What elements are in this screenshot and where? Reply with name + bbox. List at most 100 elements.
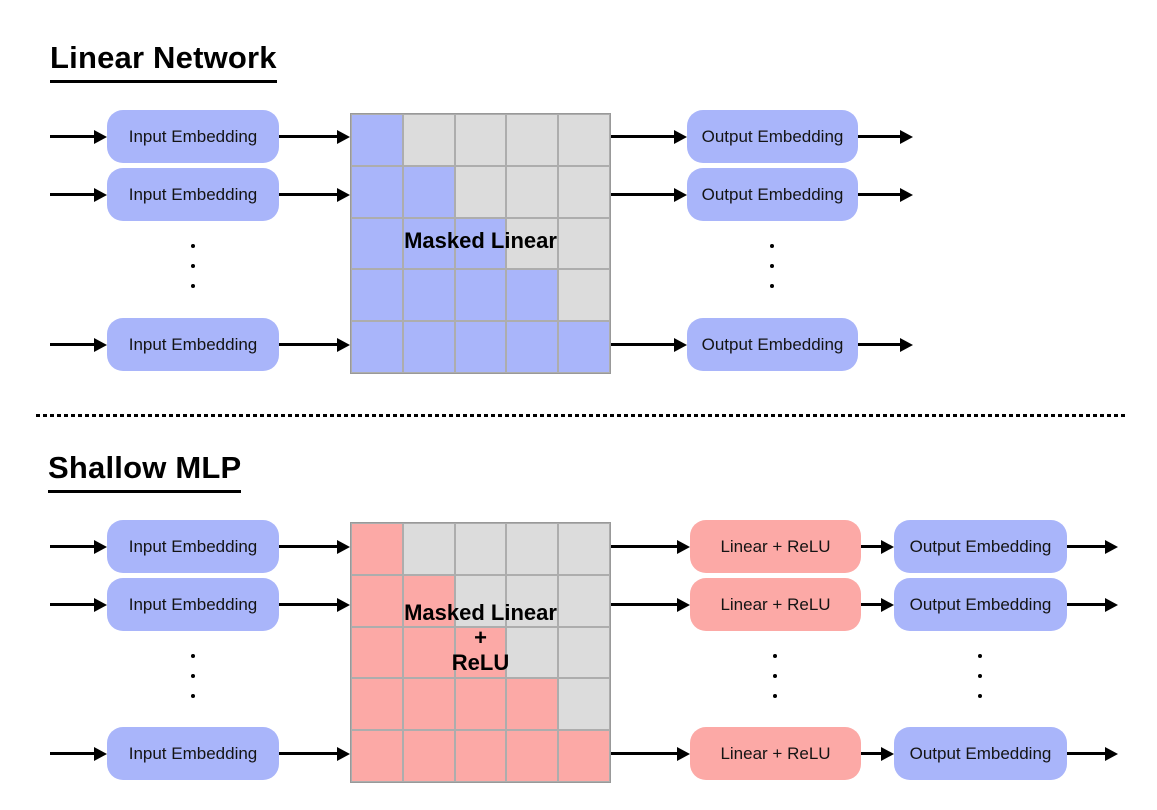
hidden-linear-relu-box: Linear + ReLU — [690, 578, 861, 631]
matrix-cell-masked — [558, 269, 610, 322]
flow-arrow-out — [1067, 752, 1105, 755]
matrix-cell-active — [402, 678, 455, 731]
matrix-cell-active — [351, 574, 403, 627]
matrix-cell-active — [506, 730, 559, 782]
matrix-cell-active — [351, 678, 403, 731]
hidden-linear-relu-box: Linear + ReLU — [690, 727, 861, 780]
flow-arrow-into-matrix — [279, 603, 337, 606]
flow-arrow-into-matrix — [279, 193, 337, 196]
output-embedding-box: Output Embedding — [894, 520, 1067, 573]
matrix-cell-masked — [506, 523, 559, 575]
input-embedding-box: Input Embedding — [107, 578, 279, 631]
flow-arrow-to-output — [611, 135, 674, 138]
matrix-cell-masked — [454, 523, 507, 575]
flow-arrow-into-input — [50, 343, 94, 346]
matrix-cell-masked — [558, 678, 610, 731]
ellipsis-dots-icon — [191, 244, 195, 288]
flow-arrow-into-input — [50, 545, 94, 548]
matrix-cell-active — [402, 217, 455, 270]
flow-arrow-into-input — [50, 193, 94, 196]
dot-icon — [770, 284, 774, 288]
matrix-cell-active — [351, 626, 403, 679]
flow-arrow-out — [1067, 603, 1105, 606]
dot-icon — [978, 654, 982, 658]
flow-arrow-to-output — [861, 545, 881, 548]
ellipsis-dots-icon — [191, 654, 195, 698]
masked-linear-relu-matrix — [350, 522, 611, 783]
flow-arrow-out — [858, 135, 900, 138]
matrix-cell-active — [454, 269, 507, 322]
matrix-cell-active — [402, 574, 455, 627]
output-embedding-box: Output Embedding — [894, 727, 1067, 780]
ellipsis-dots-icon — [978, 654, 982, 698]
flow-arrow-out — [1067, 545, 1105, 548]
flow-arrow-into-matrix — [279, 343, 337, 346]
matrix-cell-active — [402, 730, 455, 782]
matrix-cell-masked — [558, 217, 610, 270]
flow-arrow-to-output — [861, 603, 881, 606]
matrix-cell-active — [402, 321, 455, 373]
matrix-cell-active — [351, 269, 403, 322]
flow-arrow-out — [858, 343, 900, 346]
matrix-cell-active — [506, 678, 559, 731]
matrix-cell-active — [351, 730, 403, 782]
matrix-cell-masked — [558, 114, 610, 166]
dot-icon — [770, 264, 774, 268]
matrix-cell-masked — [506, 114, 559, 166]
input-embedding-box: Input Embedding — [107, 168, 279, 221]
hidden-linear-relu-box: Linear + ReLU — [690, 520, 861, 573]
input-embedding-box: Input Embedding — [107, 727, 279, 780]
matrix-cell-masked — [558, 626, 610, 679]
output-embedding-box: Output Embedding — [687, 318, 858, 371]
flow-arrow-into-matrix — [279, 752, 337, 755]
matrix-cell-active — [402, 269, 455, 322]
matrix-cell-masked — [506, 217, 559, 270]
dotted-divider — [36, 414, 1128, 417]
matrix-cell-masked — [454, 574, 507, 627]
dot-icon — [191, 694, 195, 698]
flow-arrow-to-hidden — [611, 603, 677, 606]
dot-icon — [191, 284, 195, 288]
matrix-cell-masked — [558, 574, 610, 627]
matrix-cell-masked — [506, 165, 559, 218]
matrix-cell-masked — [506, 574, 559, 627]
matrix-cell-active — [454, 626, 507, 679]
output-embedding-box: Output Embedding — [687, 168, 858, 221]
flow-arrow-into-input — [50, 752, 94, 755]
flow-arrow-out — [858, 193, 900, 196]
matrix-cell-active — [506, 269, 559, 322]
matrix-cell-active — [454, 217, 507, 270]
dot-icon — [191, 674, 195, 678]
flow-arrow-to-output — [611, 193, 674, 196]
flow-arrow-to-output — [861, 752, 881, 755]
matrix-cell-active — [351, 165, 403, 218]
flow-arrow-into-input — [50, 135, 94, 138]
matrix-cell-active — [351, 321, 403, 373]
matrix-cell-masked — [506, 626, 559, 679]
matrix-cell-active — [558, 730, 610, 782]
dot-icon — [191, 244, 195, 248]
matrix-cell-active — [506, 321, 559, 373]
matrix-cell-active — [402, 626, 455, 679]
matrix-cell-active — [454, 678, 507, 731]
ellipsis-dots-icon — [770, 244, 774, 288]
flow-arrow-into-matrix — [279, 545, 337, 548]
matrix-cell-masked — [454, 165, 507, 218]
input-embedding-box: Input Embedding — [107, 318, 279, 371]
matrix-cell-masked — [558, 523, 610, 575]
matrix-cell-masked — [402, 114, 455, 166]
output-embedding-box: Output Embedding — [687, 110, 858, 163]
flow-arrow-into-input — [50, 603, 94, 606]
dot-icon — [978, 674, 982, 678]
output-embedding-box: Output Embedding — [894, 578, 1067, 631]
ellipsis-dots-icon — [773, 654, 777, 698]
flow-arrow-to-output — [611, 343, 674, 346]
section-title-linear-network: Linear Network — [50, 40, 277, 83]
dot-icon — [773, 654, 777, 658]
matrix-cell-active — [402, 165, 455, 218]
section-title-shallow-mlp: Shallow MLP — [48, 450, 242, 493]
matrix-cell-active — [351, 114, 403, 166]
flow-arrow-to-hidden — [611, 752, 677, 755]
flow-arrow-into-matrix — [279, 135, 337, 138]
matrix-cell-masked — [558, 165, 610, 218]
